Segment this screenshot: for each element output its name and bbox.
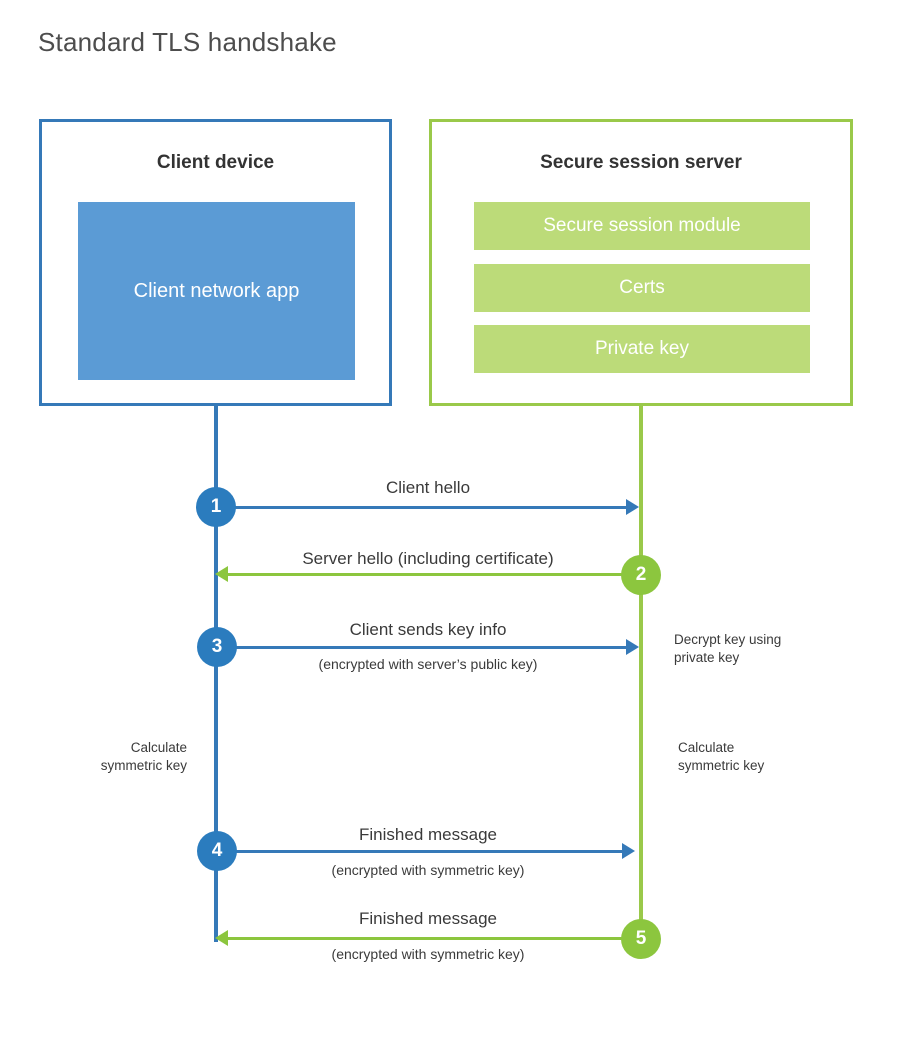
step-4-message-label: Finished message <box>359 825 497 844</box>
secure-session-server-title: Secure session server <box>540 152 742 173</box>
client-lifeline <box>214 404 218 942</box>
step-5-arrow-line <box>228 937 640 940</box>
step-2-circle[interactable]: 2 <box>621 555 661 595</box>
server-block-secure-session-module: Secure session module <box>474 202 810 250</box>
client-network-app-block: Client network app <box>78 202 355 380</box>
step-4-arrow-line <box>216 850 624 853</box>
step-4-message-sublabel: (encrypted with symmetric key) <box>331 862 525 878</box>
step-1-message-label: Client hello <box>385 478 471 497</box>
client-device-box: Client device Client network app <box>39 119 392 406</box>
step-5-circle[interactable]: 5 <box>621 919 661 959</box>
step-2-message-label: Server hello (including certificate) <box>302 549 554 568</box>
step-3-arrow-head <box>626 639 639 655</box>
step-5-message-sublabel: (encrypted with symmetric key) <box>331 946 525 962</box>
step-1-arrow-head <box>626 499 639 515</box>
page-title: Standard TLS handshake <box>38 27 337 57</box>
step-4-circle[interactable]: 4 <box>197 831 237 871</box>
server-block-private-key: Private key <box>474 325 810 373</box>
server-lifeline <box>639 404 643 939</box>
server-decrypt-annotation: Decrypt key using private key <box>674 632 782 666</box>
client-calculate-symmetric-key-annotation: Calculate symmetric key <box>100 740 187 774</box>
step-3-circle[interactable]: 3 <box>197 627 237 667</box>
step-1-arrow-line <box>216 506 628 509</box>
client-network-app-label: Client network app <box>133 280 300 302</box>
step-1-circle[interactable]: 1 <box>196 487 236 527</box>
step-2-arrow-line <box>228 573 640 576</box>
secure-session-server-box: Secure session server Secure session mod… <box>429 119 853 406</box>
server-block-certs: Certs <box>474 264 810 312</box>
step-5-message-label: Finished message <box>359 909 497 928</box>
step-3-arrow-line <box>216 646 628 649</box>
step-5-arrow-head <box>215 930 228 946</box>
server-calculate-symmetric-key-annotation: Calculate symmetric key <box>678 740 765 774</box>
step-3-message-label: Client sends key info <box>349 620 507 639</box>
client-device-title: Client device <box>156 152 275 173</box>
step-2-arrow-head <box>215 566 228 582</box>
step-4-arrow-head <box>622 843 635 859</box>
step-3-message-sublabel: (encrypted with server’s public key) <box>318 656 538 672</box>
